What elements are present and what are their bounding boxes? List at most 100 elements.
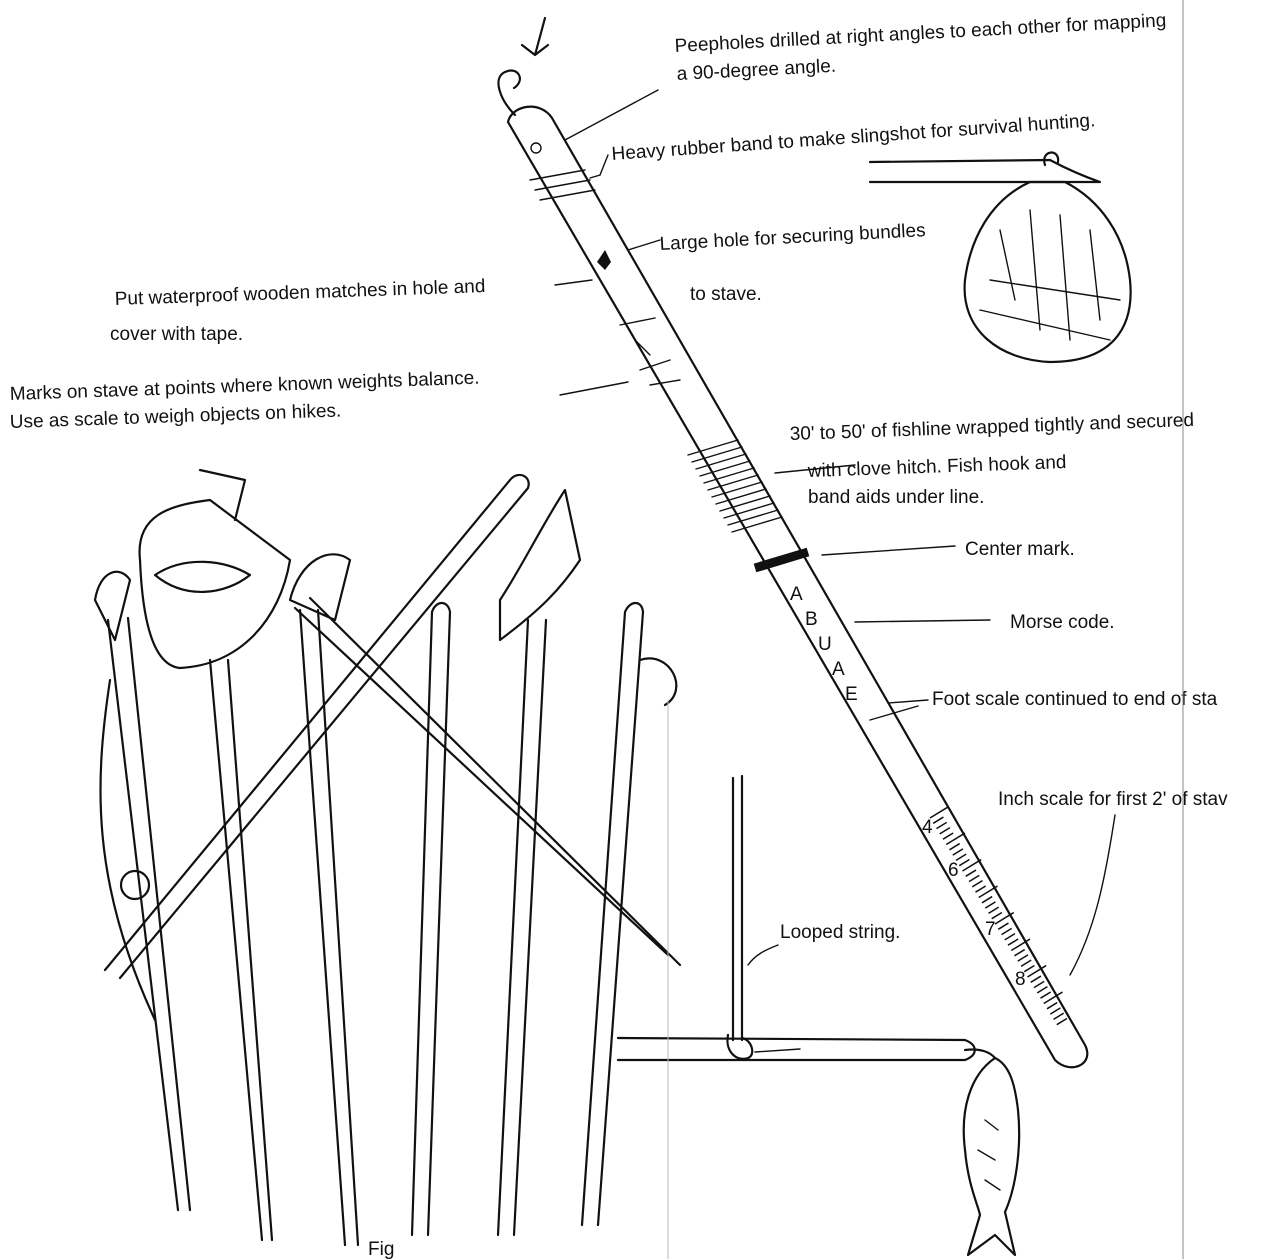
hanging-stick (733, 776, 742, 1040)
bundle-sack (965, 182, 1131, 362)
staff-1 (108, 618, 190, 1210)
label-looped-string: Looped string. (780, 922, 900, 943)
arrow-morse (855, 620, 990, 622)
inch-scale-ticks (930, 807, 1067, 1025)
annotation-labels: Peepholes drilled at right angles to eac… (9, 10, 1228, 1259)
inch-tick (1047, 1003, 1057, 1009)
inch-tick (937, 822, 947, 828)
hook-arrow (522, 18, 548, 55)
arrow-large-hole (628, 240, 660, 250)
inch-tick (1034, 981, 1044, 987)
staff-1-tassel (95, 572, 130, 640)
figure-tag: Fig (368, 1239, 394, 1259)
decorated-staves (95, 470, 680, 1245)
staff-1-knot (121, 871, 149, 899)
foot-scale-mark (870, 706, 918, 720)
inch-number: 4 (922, 817, 933, 838)
inch-tick (1054, 1013, 1064, 1019)
inch-tick (1021, 960, 1031, 966)
arrow-foot (888, 700, 928, 703)
staff-6 (582, 603, 643, 1225)
label-peepholes-line1: Peepholes drilled at right angles to eac… (674, 10, 1167, 57)
inch-tick (1024, 965, 1034, 971)
inch-tick (982, 897, 992, 903)
inch-tick (972, 881, 982, 887)
bundle-illustration (870, 153, 1131, 362)
morse-letter: U (818, 634, 832, 655)
inch-tick (1015, 950, 1025, 956)
arrow-peepholes (565, 90, 658, 140)
arrow-center (822, 546, 955, 555)
inch-tick (950, 844, 960, 850)
bundle-folds (980, 210, 1120, 340)
arrow-matches (555, 280, 592, 285)
arrow-marks (560, 382, 628, 395)
inch-tick (998, 923, 1008, 929)
inch-tick (985, 902, 995, 908)
morse-letter: A (832, 659, 845, 680)
large-hole (597, 250, 611, 270)
bundle-stick (870, 160, 1100, 182)
inch-tick (1018, 955, 1028, 961)
morse-letter: E (845, 684, 858, 705)
fish-shield (140, 500, 290, 668)
staff-4 (412, 603, 450, 1235)
inch-number: 7 (985, 919, 996, 940)
label-large-hole-line1: Large hole for securing bundles (659, 220, 926, 255)
inch-number: 8 (1015, 969, 1026, 990)
label-fishline-line3: band aids under line. (808, 487, 984, 508)
label-marks-line2: Use as scale to weigh objects on hikes. (9, 400, 341, 433)
inch-tick (989, 907, 999, 913)
inch-tick (969, 875, 979, 881)
label-matches-line1: Put waterproof wooden matches in hole an… (114, 276, 485, 310)
inch-tick (1050, 1008, 1060, 1014)
arrow-rubber-band (590, 155, 608, 178)
morse-letter: A (790, 584, 803, 605)
morse-code-marks: A B U A E (790, 584, 858, 705)
shield-fish (155, 562, 250, 592)
scale-ticks (755, 1049, 800, 1052)
inch-tick (1037, 987, 1047, 993)
inch-tick (1057, 1018, 1067, 1024)
fish-scales (978, 1120, 1000, 1190)
stave-hook (498, 71, 519, 115)
staff-5 (498, 620, 546, 1235)
inch-tick (953, 849, 963, 855)
staff-3 (300, 610, 358, 1245)
scale-illustration (618, 776, 1019, 1255)
label-inch-scale: Inch scale for first 2' of stav (998, 789, 1228, 810)
inch-tick (1008, 939, 1018, 945)
arrow-inch (1070, 815, 1115, 975)
staff-6-cord (640, 658, 676, 705)
inch-tick (940, 828, 950, 834)
inch-tick (933, 817, 943, 823)
inch-tick (959, 859, 969, 865)
label-matches-line2: cover with tape. (110, 324, 243, 345)
inch-tick (966, 870, 976, 876)
inch-tick (1041, 992, 1051, 998)
label-foot-scale: Foot scale continued to end of sta (932, 689, 1218, 710)
morse-letter: B (805, 609, 818, 630)
label-center-mark: Center mark. (965, 539, 1075, 560)
label-morse-code: Morse code. (1010, 612, 1115, 633)
crossed-staff-a (105, 475, 529, 978)
fish (964, 1058, 1019, 1255)
label-fishline-line2: with clove hitch. Fish hook and (806, 452, 1066, 482)
inch-tick (992, 912, 1002, 918)
label-rubber-band: Heavy rubber band to make slingshot for … (611, 110, 1096, 165)
inch-number: 6 (948, 860, 959, 881)
staff-2-tassel (200, 470, 245, 520)
inch-tick (976, 886, 986, 892)
inch-tick (1002, 928, 1012, 934)
label-marks-line1: Marks on stave at points where known wei… (9, 368, 479, 405)
arrow-looped (748, 945, 778, 965)
inch-tick (1005, 934, 1015, 940)
staff-2 (210, 660, 272, 1240)
axe-head (500, 490, 580, 640)
inch-tick (943, 833, 953, 839)
label-large-hole-line2: to stave. (690, 284, 762, 305)
label-fishline-line1: 30' to 50' of fishline wrapped tightly a… (789, 410, 1194, 445)
label-peepholes-line2: a 90-degree angle. (676, 56, 836, 85)
peephole (531, 143, 541, 153)
